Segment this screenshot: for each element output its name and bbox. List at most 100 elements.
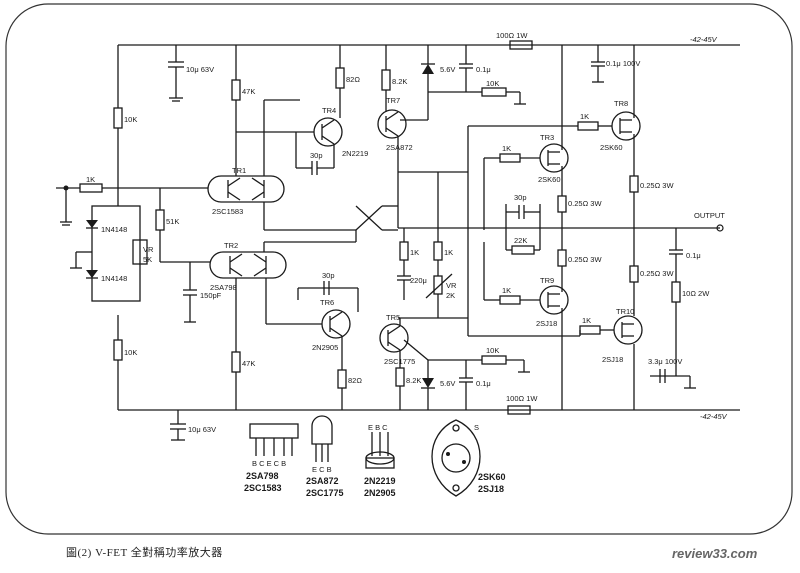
resistor-1k-tr3 <box>499 153 521 163</box>
supply-cap-bottom <box>170 410 186 441</box>
resistor-1k-tr10 <box>579 325 601 335</box>
resistor-82k-top <box>381 69 391 91</box>
cap-top-100v-label: 0.1μ 100V <box>606 59 640 68</box>
resistor-82-bottom <box>337 369 347 389</box>
resistor-100-1w-top <box>509 40 533 50</box>
cap-30p-top-label: 30p <box>310 151 323 160</box>
tr1-part: 2SC1583 <box>212 207 243 216</box>
positive-rail-label: -42-45V <box>690 35 718 44</box>
fet-tr3 <box>539 143 569 173</box>
dual-transistor-tr2 <box>209 251 287 279</box>
resistor-1k-tr3-label: 1K <box>502 144 511 153</box>
supply-cap-top <box>168 45 184 102</box>
resistor-47k-bottom-label: 47K <box>242 359 255 368</box>
trimmer-vr2k-label-a: VR <box>446 281 457 290</box>
output-label: OUTPUT <box>694 211 725 220</box>
trimmer-vr-label-a: VR <box>143 245 154 254</box>
cap-out-01-label: 0.1μ <box>686 251 701 260</box>
resistor-025-3w-tr10 <box>629 265 639 283</box>
cap-33u-label: 3.3μ 100V <box>648 357 682 366</box>
tr5-label: TR5 <box>386 313 400 322</box>
supply-cap-top-label: 10μ 63V <box>186 65 214 74</box>
resistor-51k <box>155 209 165 231</box>
resistor-025-3w-tr8-label: 0.25Ω 3W <box>640 181 674 190</box>
resistor-51k-label: 51K <box>166 217 179 226</box>
resistor-82-top <box>335 67 345 89</box>
resistor-1k-center-label: 1K <box>410 248 419 257</box>
tr6-label: TR6 <box>320 298 334 307</box>
package-4-part-b: 2SJ18 <box>478 484 504 494</box>
cap-150pf-label: 150pF <box>200 291 222 300</box>
resistor-1k-tr9-label: 1K <box>502 286 511 295</box>
supply-cap-bottom-label: 10μ 63V <box>188 425 216 434</box>
tr2-label: TR2 <box>224 241 238 250</box>
resistor-025-3w-tr10-label: 0.25Ω 3W <box>640 269 674 278</box>
zener-top-label: 5.6V <box>440 65 455 74</box>
package-1-part-b: 2SC1583 <box>244 483 282 493</box>
tr7-label: TR7 <box>386 96 400 105</box>
package-to92 <box>311 415 333 462</box>
tr3-label: TR3 <box>540 133 554 142</box>
cap-220u-label: 220μ <box>410 276 427 285</box>
package-to3 <box>431 419 481 497</box>
transistor-tr6 <box>321 309 351 339</box>
cap-30p-feedback-label: 30p <box>514 193 527 202</box>
package-1-part-a: 2SA798 <box>246 471 279 481</box>
resistor-1k-tr8-label: 1K <box>580 112 589 121</box>
dual-transistor-tr1 <box>207 175 285 203</box>
tr4-label: TR4 <box>322 106 336 115</box>
package-2-part-a: 2SA872 <box>306 476 339 486</box>
cap-30p-bottom-label: 30p <box>322 271 335 280</box>
resistor-47k-top-label: 47K <box>242 87 255 96</box>
tr6-part: 2N2905 <box>312 343 338 352</box>
resistor-025-3w-upper-label: 0.25Ω 3W <box>568 199 602 208</box>
transistor-tr7 <box>377 109 407 139</box>
resistor-1k-tr9 <box>499 295 521 305</box>
tr2-part: 2SA798 <box>210 283 237 292</box>
cap-top-01-label: 0.1μ <box>476 65 491 74</box>
resistor-100-1w-top-label: 100Ω 1W <box>496 31 528 40</box>
package-dual-transistor <box>249 423 299 456</box>
package-3-pins: E B C <box>368 423 388 432</box>
diode-1n4148-lower <box>86 270 98 279</box>
watermark: review33.com <box>672 546 758 561</box>
resistor-10k-top-left <box>113 107 123 129</box>
tr4-part: 2N2219 <box>342 149 368 158</box>
resistor-025-3w-lower-label: 0.25Ω 3W <box>568 255 602 264</box>
fet-tr10 <box>613 315 643 345</box>
package-2-part-b: 2SC1775 <box>306 488 344 498</box>
resistor-10k-bottom-left-label: 10K <box>124 348 137 357</box>
resistor-82k-top-label: 8.2K <box>392 77 407 86</box>
resistor-025-3w-tr8 <box>629 175 639 193</box>
resistor-10-2w <box>671 281 681 303</box>
resistor-100-1w-bottom <box>507 405 531 415</box>
cap-bottom-01-label: 0.1μ <box>476 379 491 388</box>
resistor-1k-tr10-label: 1K <box>582 316 591 325</box>
tr10-label: TR10 <box>616 307 634 316</box>
resistor-47k-top <box>231 79 241 101</box>
resistor-47k-bottom <box>231 351 241 373</box>
resistor-10-2w-label: 10Ω 2W <box>682 289 710 298</box>
diode-1n4148-upper <box>86 220 98 229</box>
package-2-pins: E C B <box>312 465 332 474</box>
tr8-label: TR8 <box>614 99 628 108</box>
trimmer-vr-5k <box>132 239 148 265</box>
tr8-part: 2SK60 <box>600 143 623 152</box>
paper-border <box>5 3 793 535</box>
tr7-part: 2SA872 <box>386 143 413 152</box>
fet-tr8 <box>611 111 641 141</box>
transistor-tr5 <box>379 323 409 353</box>
zener-top <box>422 64 434 74</box>
negative-rail-label: -42-45V <box>700 412 728 421</box>
diode-bias-network <box>91 205 141 302</box>
resistor-10k-top-left-label: 10K <box>124 115 137 124</box>
package-1-pins: B C E C B <box>252 459 286 468</box>
tr3-part: 2SK60 <box>538 175 561 184</box>
resistor-025-3w-lower <box>557 249 567 267</box>
diode-lower-label: 1N4148 <box>101 274 127 283</box>
package-3-part-a: 2N2219 <box>364 476 396 486</box>
diode-upper-label: 1N4148 <box>101 225 127 234</box>
resistor-10k-bottom-right-label: 10K <box>486 346 499 355</box>
